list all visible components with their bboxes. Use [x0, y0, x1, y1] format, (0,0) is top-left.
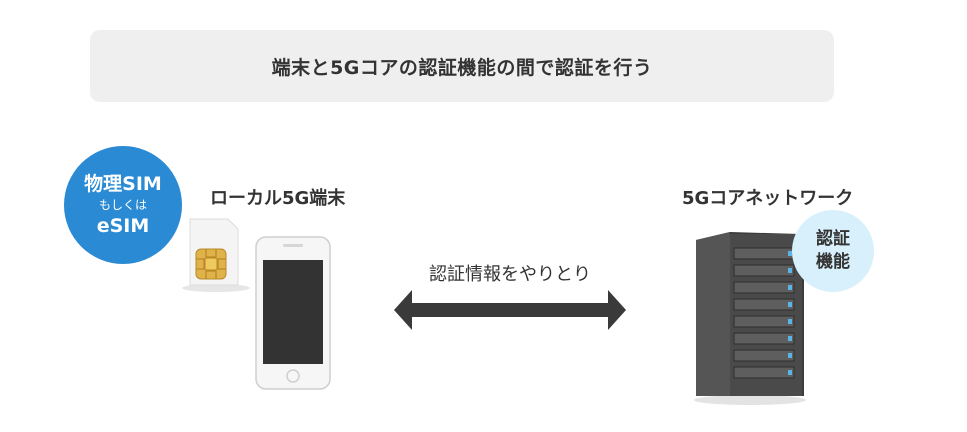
- server-led: [788, 370, 792, 375]
- server-slot: [733, 264, 795, 277]
- server-icon: [694, 232, 806, 405]
- auth-badge-line1: 認証: [816, 229, 850, 249]
- device-title: ローカル5G端末: [210, 188, 346, 209]
- sim-type-badge: 物理SIM もしくは eSIM: [64, 146, 182, 264]
- server-led: [788, 285, 792, 290]
- double-arrow-icon: [394, 290, 626, 330]
- network-title: 5Gコアネットワーク: [682, 188, 854, 209]
- title-banner: 端末と5Gコアの認証機能の間で認証を行う: [90, 30, 834, 102]
- auth-function-badge: 認証 機能: [792, 210, 874, 292]
- smartphone-icon: [255, 236, 331, 390]
- server-slot: [733, 281, 795, 294]
- sim-badge-line3: eSIM: [96, 215, 150, 237]
- server-led: [788, 302, 792, 307]
- sim-badge-line1: 物理SIM: [84, 173, 162, 195]
- server-slot: [733, 298, 795, 311]
- sim-card-icon: [182, 218, 250, 292]
- banner-text: 端末と5Gコアの認証機能の間で認証を行う: [271, 56, 653, 79]
- server-slot: [733, 315, 795, 328]
- server-led: [788, 336, 792, 341]
- arrow-label: 認証情報をやりとり: [429, 264, 591, 285]
- server-slot: [733, 366, 795, 379]
- sim-badge-line2: もしくは: [98, 198, 147, 212]
- server-slot: [733, 332, 795, 345]
- server-slot: [733, 349, 795, 362]
- server-led: [788, 268, 792, 273]
- server-led: [788, 353, 792, 358]
- server-slot: [733, 247, 795, 260]
- server-led: [788, 251, 792, 256]
- auth-badge-line2: 機能: [816, 252, 850, 272]
- server-led: [788, 319, 792, 324]
